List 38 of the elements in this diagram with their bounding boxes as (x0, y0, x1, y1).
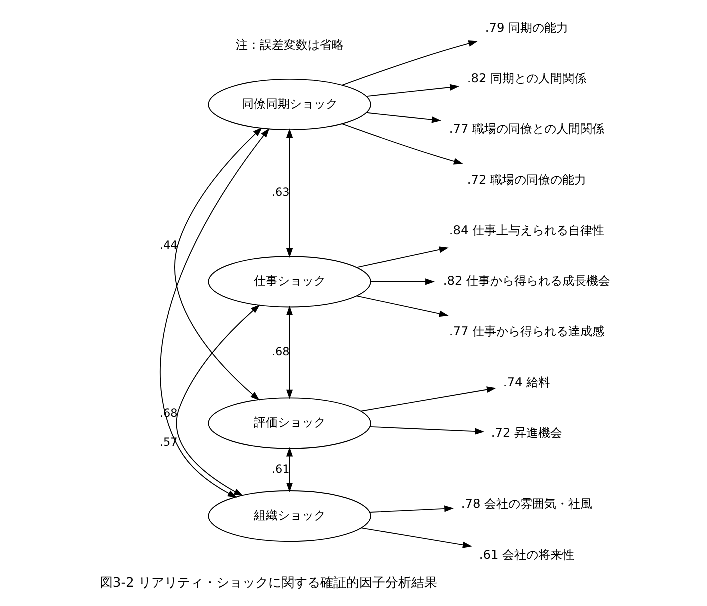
node-text: .78 会社の雰囲気・社風 (460, 497, 592, 512)
arrow (369, 426, 484, 435)
arrow (176, 304, 260, 496)
arrow (286, 447, 293, 492)
node-text: .72 職場の同僚の能力 (466, 172, 586, 187)
arrow (356, 296, 448, 318)
node-text: .82 仕事から得られる成長機会 (442, 274, 610, 288)
node-text: .84 仕事上与えられる自律性 (448, 223, 604, 238)
arrow (366, 84, 460, 97)
arrow (341, 124, 463, 165)
arrow (360, 386, 496, 412)
edge-label: .63 (271, 186, 290, 200)
edge-label: .57 (159, 436, 178, 450)
node-ellipse: 同僚同期ショック (208, 78, 371, 130)
arrow (341, 40, 478, 86)
arrow (360, 528, 472, 548)
node-text: .77 仕事から得られる達成感 (448, 324, 604, 339)
edge-label: .44 (159, 239, 178, 252)
label: 注：誤差変数は省略 (235, 38, 344, 52)
node-text: .77 職場の同僚との人間関係 (448, 122, 604, 136)
caption: 図3-2 リアリティ・ショックに関する確証的因子分析結果 (99, 576, 437, 591)
arrow (174, 128, 262, 401)
node-text: .74 給料 (502, 375, 550, 390)
node-ellipse: 仕事ショック (208, 256, 371, 308)
edge-label: .68 (271, 346, 290, 359)
arrow (369, 506, 454, 513)
node-ellipse: 評価ショック (208, 398, 371, 450)
edge-label: .61 (271, 462, 290, 476)
arrow (356, 246, 448, 268)
arrow (286, 128, 293, 258)
arrow (370, 278, 434, 286)
node-text: .82 同期との人間関係 (466, 72, 586, 86)
arrow (160, 128, 270, 498)
arrow (366, 112, 441, 124)
arrow (286, 306, 293, 400)
node-text: .72 昇進機会 (490, 426, 562, 440)
node-text: .61 会社の将来性 (478, 548, 574, 562)
node-text: .79 同期の能力 (484, 20, 568, 35)
